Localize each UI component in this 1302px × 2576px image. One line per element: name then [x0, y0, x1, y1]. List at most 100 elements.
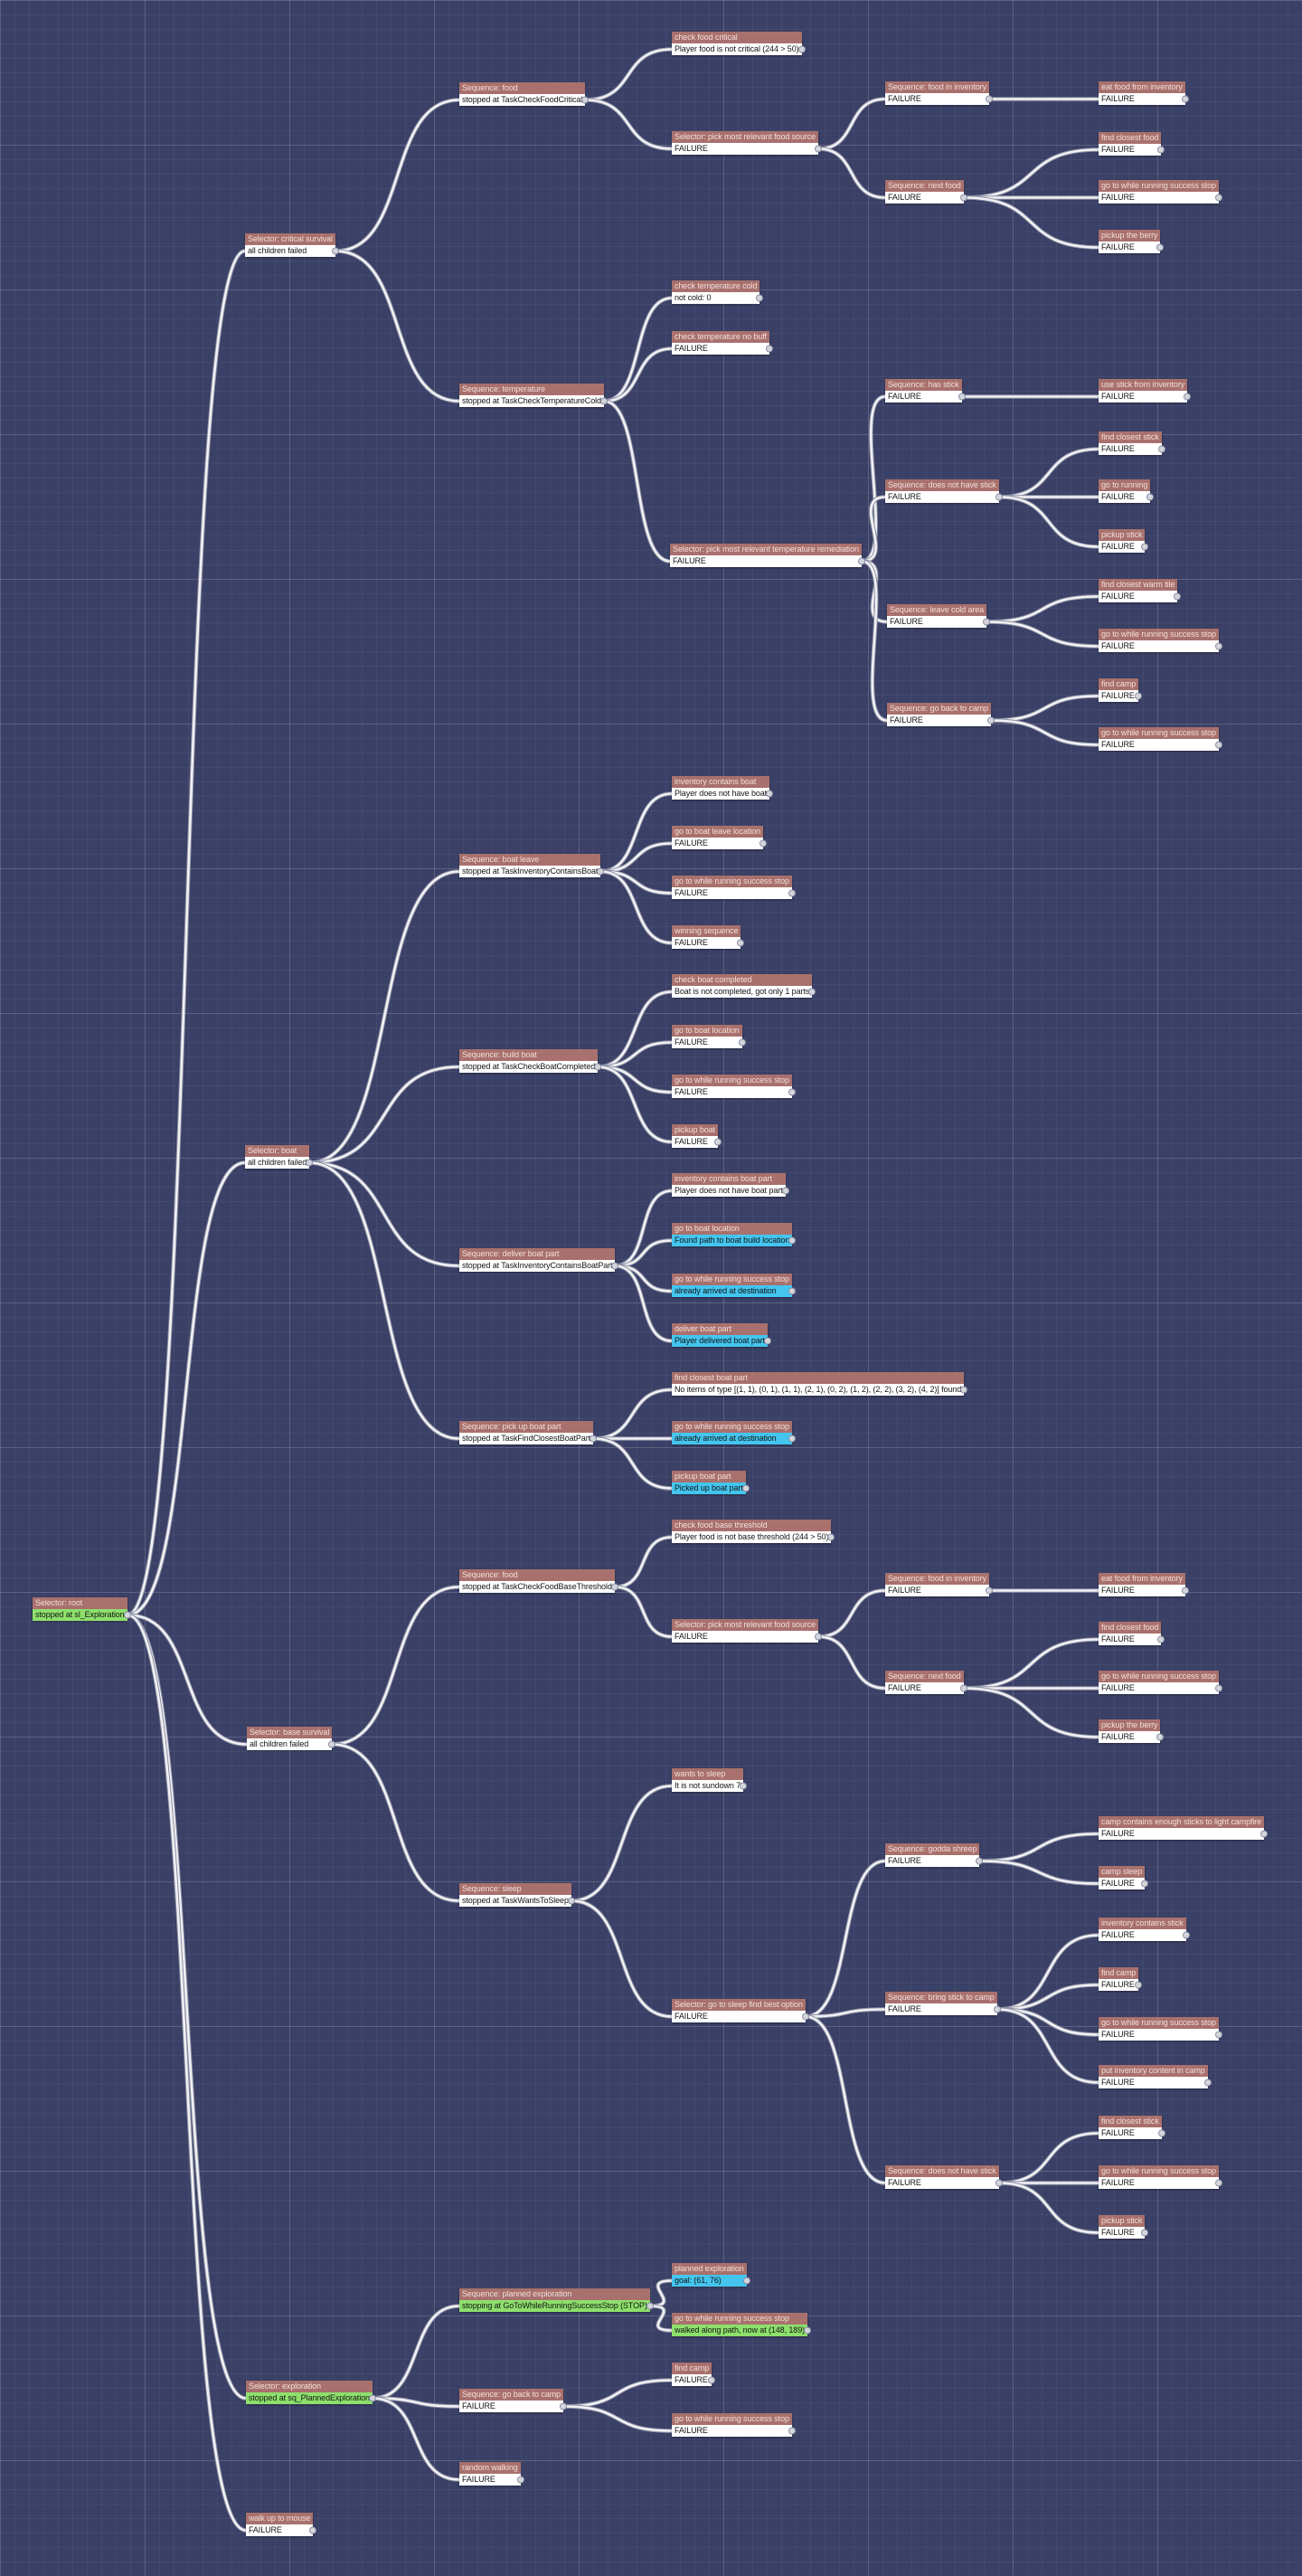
edge-seq_godda_shreep-camp_sleep — [976, 1859, 1101, 1886]
node-title: find closest boat part — [672, 1372, 965, 1384]
tree-node-goto_boat_loc_1[interactable]: go to boat location FAILURE — [672, 1025, 742, 1048]
tree-node-put_inv_camp[interactable]: put inventory content in camp FAILURE — [1099, 2065, 1208, 2088]
tree-node-sel_food_source_2[interactable]: Selector: pick most relevant food source… — [672, 1619, 819, 1643]
tree-node-check_boat_completed[interactable]: check boat completed Boat is not complet… — [672, 974, 813, 998]
tree-node-goto_wrss_boat1[interactable]: go to while running success stop FAILURE — [672, 876, 792, 899]
node-title: deliver boat part — [672, 1323, 768, 1335]
node-title: check food base threshold — [672, 1520, 832, 1531]
tree-node-random_walking[interactable]: random walking FAILURE — [459, 2462, 521, 2486]
tree-node-find_closest_boat_part[interactable]: find closest boat part No items of type … — [672, 1372, 965, 1396]
edge-seq_boat_leave-inv_contains_boat — [598, 791, 675, 874]
tree-node-pickup_stick_1[interactable]: pickup stick FAILURE — [1099, 529, 1146, 553]
tree-node-goto_wrss_stick2[interactable]: go to while running success stop FAILURE — [1099, 2165, 1219, 2189]
tree-node-seq_no_stick_1[interactable]: Sequence: does not have stick FAILURE — [885, 479, 999, 503]
tree-node-exploration[interactable]: Selector: exploration stopped at sq_Plan… — [246, 2381, 373, 2404]
tree-node-base_survival[interactable]: Selector: base survival all children fai… — [247, 1727, 333, 1750]
tree-node-find_closest_stick_1[interactable]: find closest stick FAILURE — [1099, 431, 1162, 455]
tree-node-goto_wrss_boat3[interactable]: go to while running success stop already… — [672, 1274, 792, 1297]
tree-node-inv_contains_stick[interactable]: inventory contains stick FAILURE — [1099, 1918, 1186, 1941]
tree-node-sel_temp_remediation[interactable]: Selector: pick most relevant temperature… — [670, 544, 862, 567]
edge-inner-seq_deliver_part-inv_contains_boat_part — [613, 1189, 674, 1267]
tree-node-critical_survival[interactable]: Selector: critical survival all children… — [245, 233, 335, 257]
tree-node-seq_food_inv_1[interactable]: Sequence: food in inventory FAILURE — [885, 81, 989, 105]
tree-node-camp_sticks[interactable]: camp contains enough sticks to light cam… — [1099, 1816, 1265, 1840]
tree-node-seq_food_base[interactable]: Sequence: food stopped at TaskCheckFoodB… — [459, 1569, 615, 1593]
tree-node-goto_wrss_food_1[interactable]: go to while running success stop FAILURE — [1099, 180, 1219, 204]
tree-node-seq_next_food_1[interactable]: Sequence: next food FAILURE — [885, 180, 964, 204]
tree-node-find_closest_stick_2[interactable]: find closest stick FAILURE — [1099, 2116, 1162, 2139]
tree-node-seq_planned_expl[interactable]: Sequence: planned exploration stopping a… — [459, 2288, 650, 2312]
node-title: Sequence: food in inventory — [885, 81, 989, 93]
node-status: FAILURE — [1099, 93, 1185, 105]
tree-node-eat_food_inv_1[interactable]: eat food from inventory FAILURE — [1099, 81, 1185, 105]
node-title: go to while running success stop — [1099, 180, 1219, 192]
tree-node-find_closest_warm[interactable]: find closest warm tile FAILURE — [1099, 579, 1178, 602]
tree-node-seq_boat_leave[interactable]: Sequence: boat leave stopped at TaskInve… — [459, 854, 601, 877]
tree-node-sel_sleep_option[interactable]: Selector: go to sleep find best option F… — [672, 1999, 806, 2022]
tree-node-goto_wrss_camp_2[interactable]: go to while running success stop FAILURE — [672, 2413, 792, 2437]
tree-node-seq_has_stick[interactable]: Sequence: has stick FAILURE — [885, 379, 962, 402]
tree-node-walk_up_to_mouse[interactable]: walk up to mouse FAILURE — [246, 2513, 314, 2536]
tree-node-eat_food_inv_2[interactable]: eat food from inventory FAILURE — [1099, 1573, 1185, 1596]
tree-node-deliver_boat_part[interactable]: deliver boat part Player delivered boat … — [672, 1323, 768, 1347]
tree-node-pickup_boat[interactable]: pickup boat FAILURE — [672, 1124, 718, 1148]
tree-node-check_food_critical[interactable]: check food critical Player food is not c… — [672, 32, 802, 55]
tree-node-seq_food_inv_2[interactable]: Sequence: food in inventory FAILURE — [885, 1573, 989, 1596]
tree-node-goto_wrss_food_2[interactable]: go to while running success stop FAILURE — [1099, 1671, 1219, 1694]
tree-node-goto_running[interactable]: go to running FAILURE — [1099, 479, 1151, 503]
tree-node-root[interactable]: Selector: root stopped at sl_Exploration — [33, 1597, 127, 1621]
tree-node-seq_leave_cold[interactable]: Sequence: leave cold area FAILURE — [887, 604, 987, 628]
tree-node-planned_exploration[interactable]: planned exploration goal: (61, 76) — [672, 2263, 747, 2287]
tree-node-goto_boat_leave_loc[interactable]: go to boat leave location FAILURE — [672, 826, 764, 849]
tree-node-goto_wrss_boat2[interactable]: go to while running success stop FAILURE — [672, 1075, 792, 1098]
tree-node-seq_food_crit[interactable]: Sequence: food stopped at TaskCheckFoodC… — [459, 82, 586, 106]
edge-inner-seq_boat_leave-winning_seq — [599, 870, 674, 944]
tree-node-goto_wrss_expl[interactable]: go to while running success stop walked … — [672, 2313, 807, 2336]
tree-node-seq_temperature[interactable]: Sequence: temperature stopped at TaskChe… — [459, 384, 604, 407]
tree-node-inv_contains_boat_part[interactable]: inventory contains boat part Player does… — [672, 1173, 786, 1197]
tree-node-seq_pickup_part[interactable]: Sequence: pick up boat part stopped at T… — [459, 1421, 594, 1444]
node-status: FAILURE — [885, 491, 999, 503]
tree-node-find_camp_2[interactable]: find camp FAILURE — [1099, 1967, 1139, 1991]
edge-inner-sel_temp_remediation-seq_has_stick — [860, 395, 887, 563]
tree-node-check_temp_nobuff[interactable]: check temperature no buff FAILURE — [672, 331, 769, 355]
tree-node-find_camp_1[interactable]: find camp FAILURE — [1099, 678, 1139, 702]
node-status: Player delivered boat part — [672, 1335, 768, 1347]
edge-inner-seq_sleep-wants_to_sleep — [570, 1785, 674, 1902]
tree-node-find_camp_3[interactable]: find camp FAILURE — [672, 2363, 712, 2386]
tree-node-check_temp_cold[interactable]: check temperature cold not cold: 0 — [672, 280, 760, 304]
tree-node-sel_food_source_1[interactable]: Selector: pick most relevant food source… — [672, 131, 819, 155]
tree-node-wants_to_sleep[interactable]: wants to sleep It is not sundown 7 — [672, 1768, 744, 1792]
tree-node-seq_sleep[interactable]: Sequence: sleep stopped at TaskWantsToSl… — [459, 1883, 571, 1907]
tree-node-check_food_base[interactable]: check food base threshold Player food is… — [672, 1520, 832, 1543]
tree-node-pickup_berry_2[interactable]: pickup the berry FAILURE — [1099, 1719, 1161, 1743]
tree-node-use_stick_inv[interactable]: use stick from inventory FAILURE — [1099, 379, 1188, 402]
tree-node-camp_sleep[interactable]: camp sleep FAILURE — [1099, 1866, 1146, 1889]
tree-node-pickup_berry_1[interactable]: pickup the berry FAILURE — [1099, 230, 1161, 253]
tree-node-find_closest_food_2[interactable]: find closest food FAILURE — [1099, 1622, 1162, 1645]
tree-node-seq_build_boat[interactable]: Sequence: build boat stopped at TaskChec… — [459, 1049, 599, 1073]
tree-node-seq_back_camp_2[interactable]: Sequence: go back to camp FAILURE — [459, 2389, 564, 2412]
edge-boat-seq_build_boat — [307, 1065, 462, 1165]
tree-node-seq_deliver_part[interactable]: Sequence: deliver boat part stopped at T… — [459, 1248, 616, 1272]
tree-node-goto_wrss_boat4[interactable]: go to while running success stop already… — [672, 1421, 792, 1444]
tree-node-find_closest_food_1[interactable]: find closest food FAILURE — [1099, 132, 1162, 156]
tree-node-seq_no_stick_2[interactable]: Sequence: does not have stick FAILURE — [885, 2165, 999, 2189]
tree-node-seq_bring_stick[interactable]: Sequence: bring stick to camp FAILURE — [885, 1992, 997, 2015]
edge-inner-seq_boat_leave-goto_wrss_boat1 — [599, 870, 674, 895]
tree-node-goto_wrss_stick[interactable]: go to while running success stop FAILURE — [1099, 2017, 1219, 2041]
edge-inner-seq_godda_shreep-camp_sticks — [977, 1833, 1100, 1862]
tree-node-inv_contains_boat[interactable]: inventory contains boat Player does not … — [672, 776, 770, 800]
tree-node-winning_seq[interactable]: winning sequence FAILURE — [672, 925, 741, 949]
edge-seq_deliver_part-goto_wrss_boat3 — [612, 1264, 675, 1293]
tree-node-seq_godda_shreep[interactable]: Sequence: godda shreep FAILURE — [885, 1843, 980, 1867]
tree-node-seq_next_food_2[interactable]: Sequence: next food FAILURE — [885, 1671, 964, 1694]
tree-node-boat[interactable]: Selector: boat all children failed — [245, 1145, 310, 1169]
tree-node-goto_boat_loc_2[interactable]: go to boat location Found path to boat b… — [672, 1223, 793, 1246]
tree-node-pickup_boat_part[interactable]: pickup boat part Picked up boat part — [672, 1471, 746, 1494]
tree-node-seq_back_camp_1[interactable]: Sequence: go back to camp FAILURE — [887, 703, 992, 726]
tree-node-pickup_stick_2[interactable]: pickup stick FAILURE — [1099, 2215, 1146, 2239]
tree-node-goto_wrss_cold[interactable]: go to while running success stop FAILURE — [1099, 629, 1219, 652]
tree-node-goto_wrss_camp_1[interactable]: go to while running success stop FAILURE — [1099, 727, 1219, 751]
